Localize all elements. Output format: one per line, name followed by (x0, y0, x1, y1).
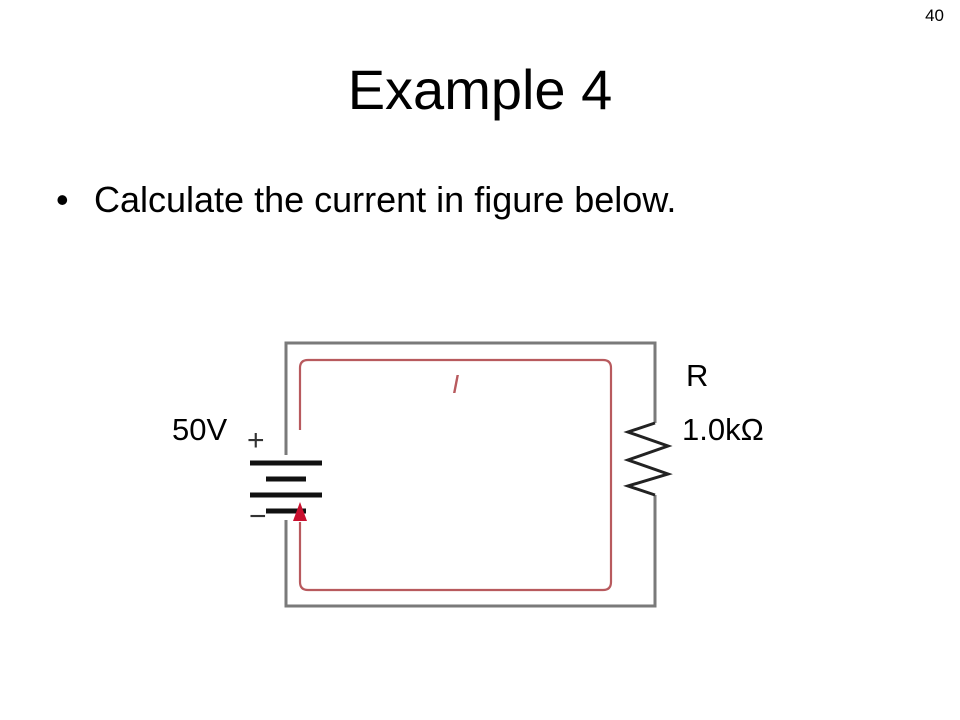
slide-number: 40 (925, 6, 944, 25)
plus-sign: + (247, 424, 265, 457)
current-path (298, 358, 613, 592)
bullet-item: • Calculate the current in figure below. (56, 178, 676, 221)
minus-sign: − (249, 500, 267, 533)
wire-bottom (284, 495, 657, 608)
bullet-list: • Calculate the current in figure below. (56, 178, 676, 221)
battery-icon (250, 460, 322, 514)
resistor-icon (623, 421, 673, 497)
resistor-name-label: R (686, 358, 709, 393)
wire (284, 341, 657, 608)
wire-top-right (284, 341, 657, 455)
slide-title: Example 4 (347, 58, 613, 121)
bullet-dot-icon: • (56, 179, 69, 220)
current-arrow-icon (293, 502, 307, 521)
resistance-value-label: 1.0kΩ (682, 412, 764, 447)
bullet-text: Calculate the current in figure below. (94, 179, 677, 220)
voltage-label: 50V (172, 412, 228, 447)
current-label: I (452, 369, 459, 399)
